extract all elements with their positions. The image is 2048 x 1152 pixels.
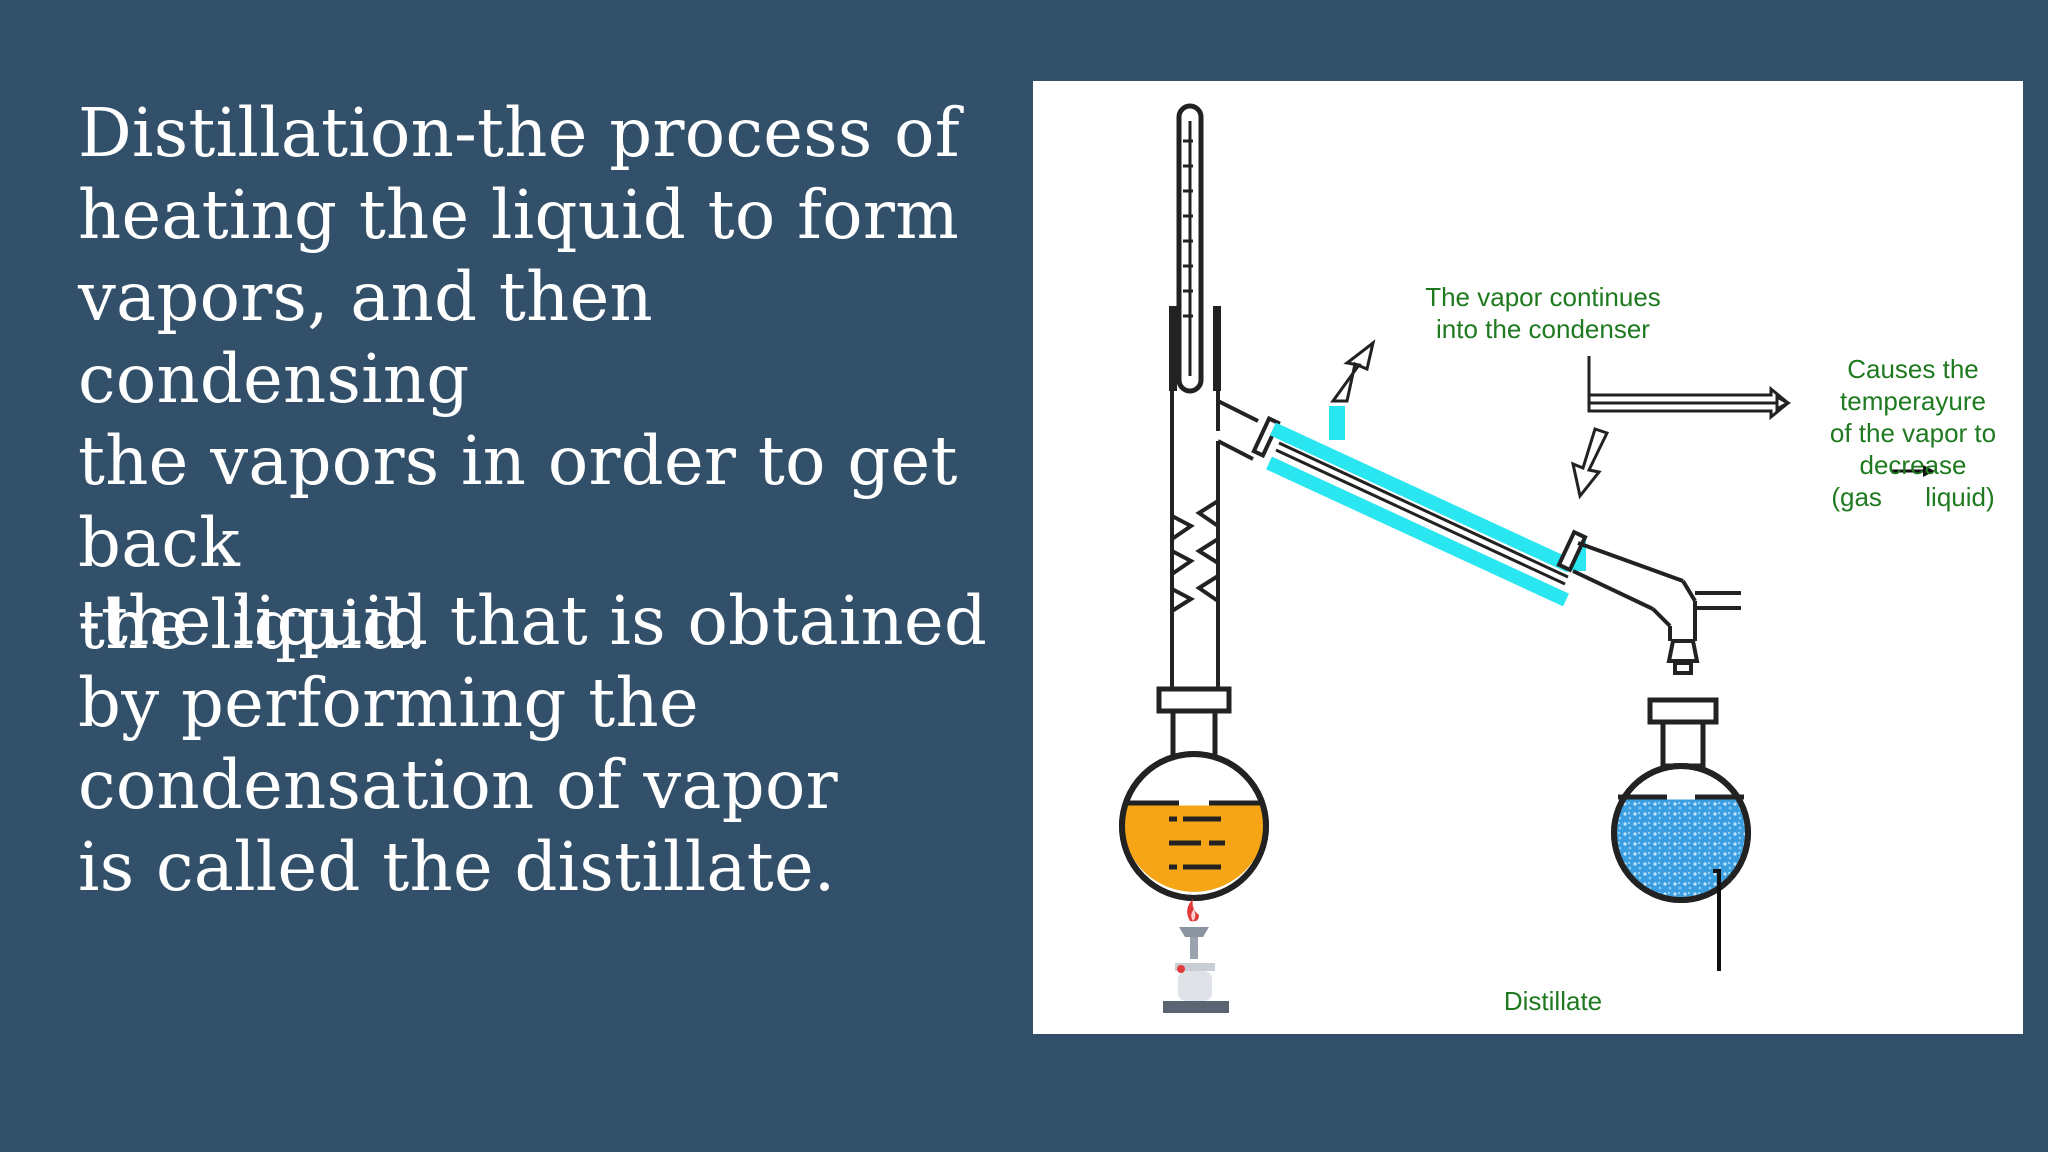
- thermometer: [1176, 103, 1204, 394]
- receiving-flask: [1611, 697, 1751, 903]
- apparatus-drawing: [1119, 103, 1935, 1013]
- distillate-definition-text: -the liquid that is obtained by performi…: [78, 582, 988, 906]
- distillation-diagram: The vapor continues into the condenser C…: [1033, 81, 2023, 1034]
- bunsen-burner: [1163, 899, 1229, 1013]
- vapor-condenser-label: The vapor continues into the condenser: [1425, 282, 1661, 344]
- stopper-right: [1213, 306, 1221, 391]
- distillate-liquid: [1617, 799, 1745, 897]
- water-in-arrow: [1570, 427, 1610, 500]
- side-arm: [1217, 399, 1281, 461]
- water-out-arrow: [1330, 339, 1376, 403]
- distillate-pointer: [1713, 869, 1721, 971]
- condenser: [1266, 406, 1586, 607]
- fractionating-column: [1170, 386, 1220, 691]
- condenser-pointer-arrow: [1587, 356, 1792, 421]
- arrow-gap: [1889, 482, 1925, 512]
- definition-text: Distillation-the process of heating the …: [78, 94, 960, 664]
- gas-to-liquid-arrow: [1891, 465, 1935, 477]
- stopper-left: [1169, 306, 1177, 391]
- distilling-flask: [1119, 686, 1269, 901]
- water-outlet: [1329, 406, 1345, 440]
- cooling-label-main: Causes the temperayure of the vapor to d…: [1829, 354, 1997, 512]
- cooling-label: Causes the temperayure of the vapor to d…: [1813, 321, 2013, 513]
- adapter: [1556, 529, 1741, 675]
- cooling-label-end: liquid): [1925, 482, 1995, 512]
- distillate-label: Distillate: [1503, 986, 1603, 1016]
